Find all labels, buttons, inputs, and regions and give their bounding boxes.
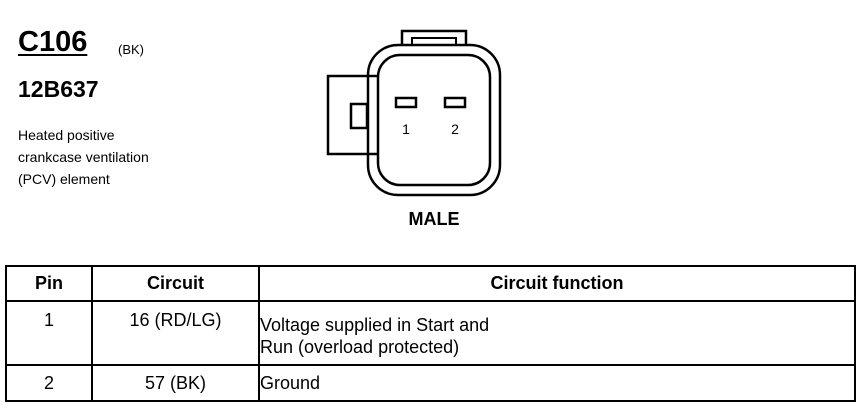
pin-2-label: 2 [451, 121, 459, 137]
connector-bracket [326, 74, 378, 156]
pin-cell: 1 [5, 300, 93, 366]
circuit-cell: 16 (RD/LG) [91, 300, 260, 366]
circuit-function-line: Ground [260, 373, 321, 393]
circuit-function-line: Run (overload protected) [260, 337, 460, 357]
column-header-circuit-function: Circuit function [258, 265, 856, 302]
column-header-circuit: Circuit [91, 265, 260, 302]
circuit-function-cell: Ground [258, 364, 856, 402]
description-line: (PCV) element [18, 171, 110, 187]
pin-2-terminal [443, 96, 467, 109]
circuit-function-cell: Voltage supplied in Start and Run (overl… [258, 300, 856, 366]
table-row: 1 16 (RD/LG) Voltage supplied in Start a… [5, 300, 856, 366]
pin-cell: 2 [5, 364, 93, 402]
connector-color-code: (BK) [118, 42, 144, 57]
connector-housing-outer [366, 43, 502, 197]
pinout-table: Pin Circuit Circuit function 1 16 (RD/LG… [5, 265, 856, 402]
connector-face-diagram: 1 2 [326, 29, 502, 197]
circuit-function-line: Voltage supplied in Start and [260, 315, 490, 335]
connector-tab [349, 102, 369, 130]
pin-1-label: 1 [402, 121, 410, 137]
table-row: 2 57 (BK) Ground [5, 364, 856, 402]
description-line: crankcase ventilation [18, 149, 149, 165]
connector-gender: MALE [408, 209, 460, 229]
circuit-cell: 57 (BK) [91, 364, 260, 402]
component-description: Heated positive crankcase ventilation (P… [18, 124, 208, 190]
part-number: 12B637 [18, 76, 99, 102]
table-header-row: Pin Circuit Circuit function [5, 265, 856, 302]
connector-latch [400, 29, 468, 45]
pin-1-terminal [394, 96, 418, 109]
connector-housing-inner [376, 53, 492, 187]
description-line: Heated positive [18, 127, 115, 143]
connector-id: C106 [18, 26, 88, 58]
column-header-pin: Pin [5, 265, 93, 302]
